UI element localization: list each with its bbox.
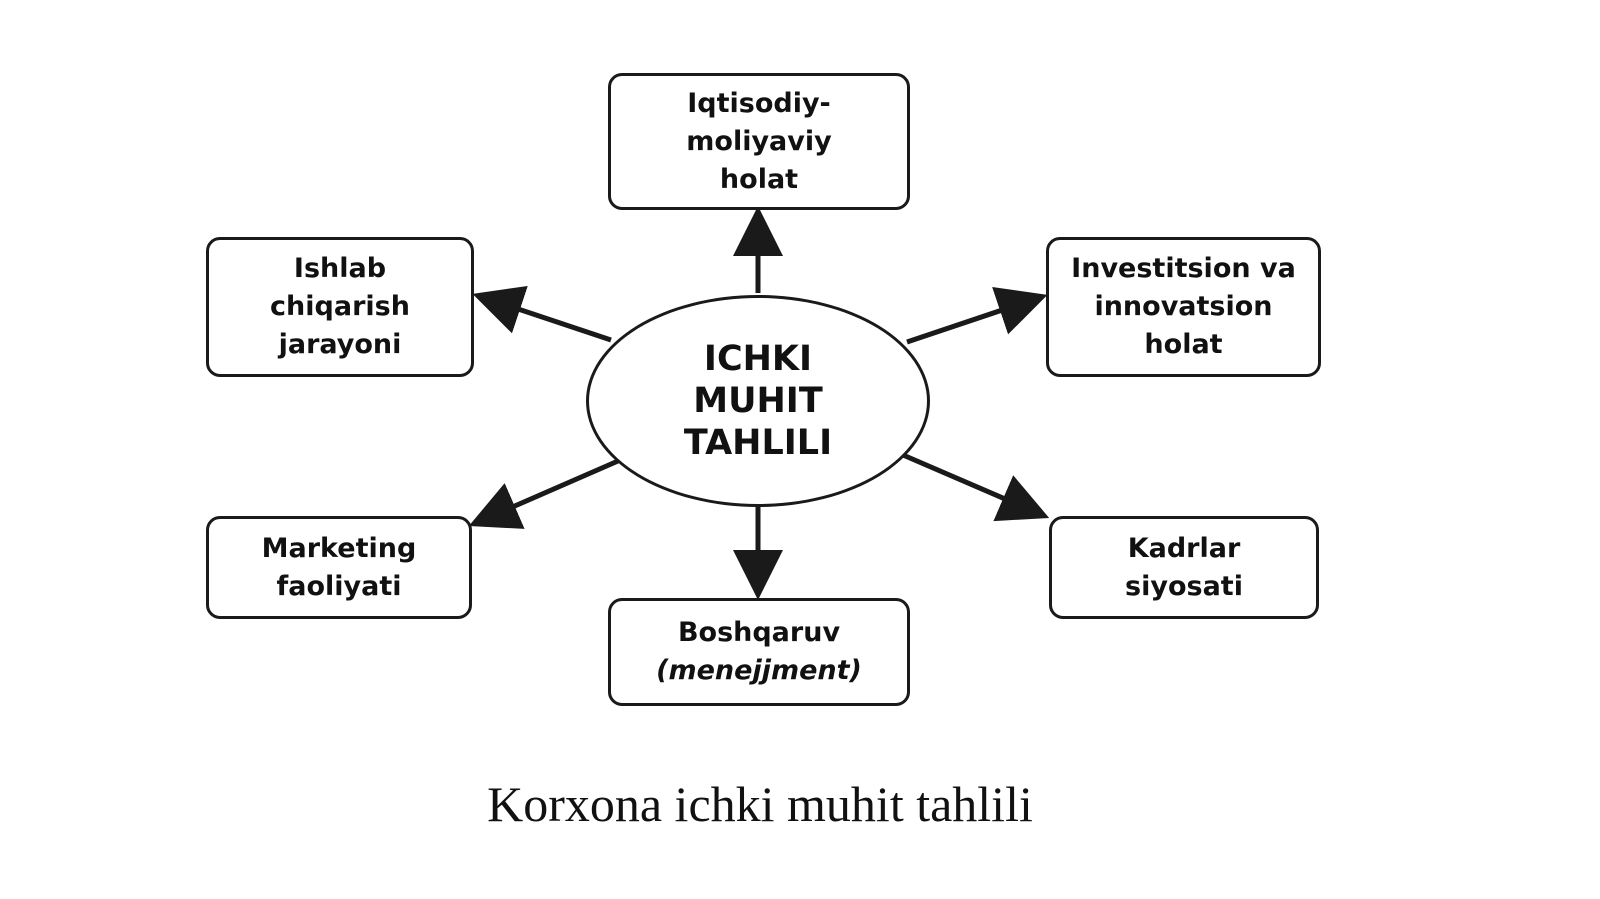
node-marketing-line-1: Marketing — [261, 532, 417, 564]
node-production-line-3: jarayoni — [278, 329, 402, 360]
arrow-to-production — [472, 285, 612, 343]
center-ellipse: ICHKI MUHIT TAHLILI — [586, 295, 930, 507]
node-hr-policy-line-1: Kadrlar — [1127, 532, 1241, 564]
node-marketing: Marketing faoliyati — [206, 516, 472, 619]
node-production-line-1: Ishlab — [293, 253, 387, 284]
node-economic-financial-line-1: Iqtisodiy- — [687, 87, 831, 119]
node-production: Ishlab chiqarish jarayoni — [206, 237, 474, 377]
arrow-to-investment — [906, 287, 1048, 345]
node-investment-line-1: Investitsion va — [1071, 253, 1296, 284]
node-investment: Investitsion va innovatsion holat — [1046, 237, 1321, 377]
node-economic-financial-line-2: moliyaviy — [686, 125, 832, 157]
node-hr-policy-line-2: siyosati — [1125, 570, 1243, 602]
node-production-line-2: chiqarish — [270, 291, 410, 322]
node-management-line-1: Boshqaruv — [677, 617, 841, 648]
center-line-1: ICHKI — [703, 339, 813, 379]
node-investment-line-2: innovatsion — [1094, 291, 1273, 322]
node-management-line-2: (menejjment) — [656, 655, 862, 686]
center-line-2: MUHIT — [693, 381, 823, 421]
node-economic-financial-line-3: holat — [719, 163, 799, 195]
center-line-3: TAHLILI — [683, 423, 833, 463]
node-hr-policy: Kadrlar siyosati — [1049, 516, 1319, 619]
node-investment-line-3: holat — [1144, 329, 1223, 360]
arrow-to-hr-policy — [902, 452, 1050, 522]
node-marketing-line-2: faoliyati — [276, 570, 402, 602]
node-economic-financial: Iqtisodiy- moliyaviy holat — [608, 73, 910, 210]
node-management: Boshqaruv (menejjment) — [608, 598, 910, 706]
diagram-caption: Korxona ichki muhit tahlili — [487, 776, 1033, 832]
arrow-to-marketing — [468, 458, 619, 529]
